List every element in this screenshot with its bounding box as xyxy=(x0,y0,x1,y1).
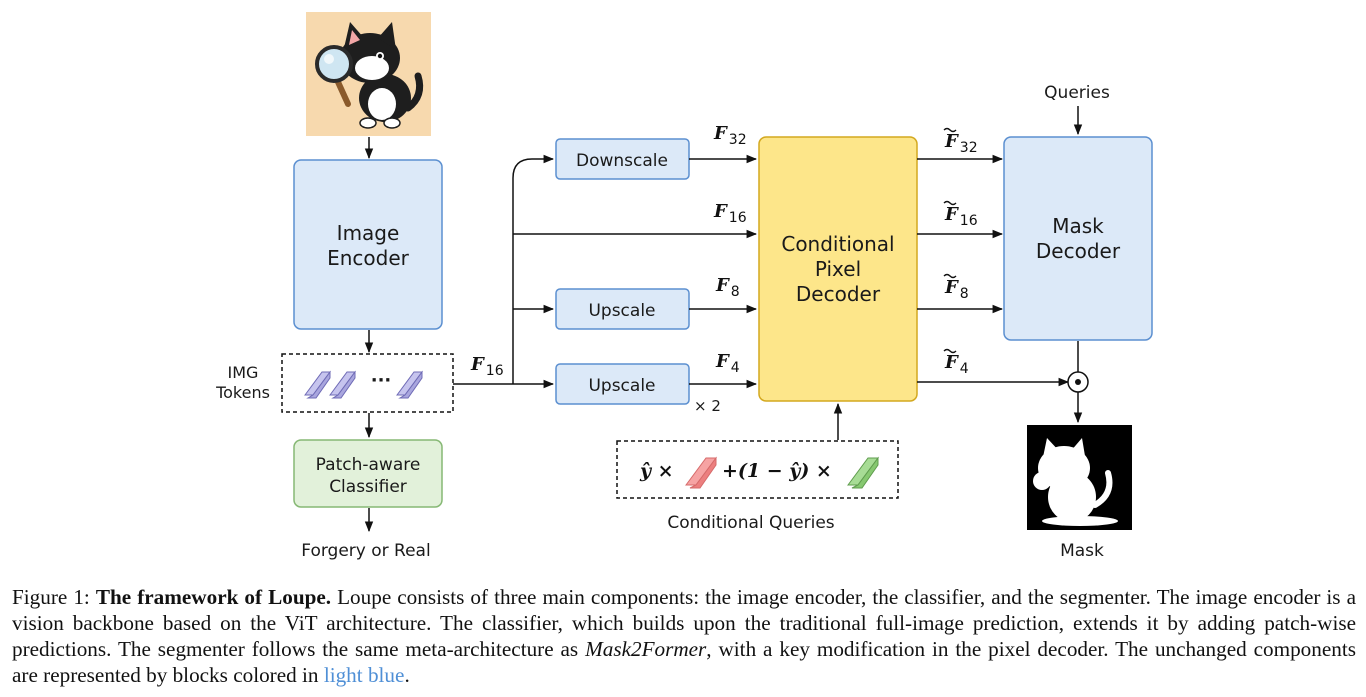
queries-label: Queries xyxy=(1044,83,1110,103)
classifier-label-1: Patch-aware xyxy=(316,455,421,475)
conditional-queries-box: ŷ × +(1 − ŷ) × xyxy=(616,440,899,499)
framework-diagram: Image Encoder IMG Tokens ··· Patch-aware… xyxy=(215,12,1153,561)
conditional-queries-label: Conditional Queries xyxy=(667,513,834,533)
token-icon xyxy=(396,370,423,399)
img-tokens-label-2: Tokens xyxy=(215,383,270,402)
img-tokens-box: ··· xyxy=(281,353,454,413)
formula-part-1: ŷ × xyxy=(639,460,674,482)
upscale-block: Upscale xyxy=(555,363,690,405)
img-tokens-label-1: IMG xyxy=(228,363,259,382)
forgery-or-real-label: Forgery or Real xyxy=(301,541,430,561)
svg-text:F32: F32 xyxy=(944,131,978,156)
upscale-label: Upscale xyxy=(588,301,655,321)
formula-part-2: +(1 − ŷ) × xyxy=(722,460,832,482)
downscale-label: Downscale xyxy=(576,151,668,171)
mask-decoder-block: Mask Decoder xyxy=(1003,136,1153,341)
upscale-block: Upscale xyxy=(555,288,690,330)
caption-italic: Mask2Former xyxy=(585,637,707,661)
patch-aware-classifier-block: Patch-aware Classifier xyxy=(293,439,443,508)
classifier-label-2: Classifier xyxy=(329,477,407,497)
svg-text:F8: F8 xyxy=(944,277,969,302)
mask-output-image xyxy=(1027,425,1132,530)
pixel-decoder-label-1: Conditional xyxy=(781,232,894,256)
caption-bold-title: The framework of Loupe. xyxy=(95,585,332,609)
token-icon xyxy=(304,370,331,399)
image-encoder-block: Image Encoder xyxy=(293,159,443,330)
input-cat-image xyxy=(306,12,431,136)
token-ellipsis: ··· xyxy=(371,370,392,391)
caption-light-blue: light blue xyxy=(323,663,405,687)
svg-text:F16: F16 xyxy=(944,204,978,229)
mask-label: Mask xyxy=(1060,541,1104,561)
caption-text-1: Loupe consists of three main components:… xyxy=(12,585,1356,661)
mask-decoder-label-2: Decoder xyxy=(1036,239,1121,263)
caption-label: Figure 1: xyxy=(12,585,90,609)
red-token-icon xyxy=(685,456,717,489)
figure-caption: Figure 1: The framework of Loupe. Loupe … xyxy=(12,584,1356,688)
upscale-label: Upscale xyxy=(588,376,655,396)
conditional-pixel-decoder-block: Conditional Pixel Decoder xyxy=(758,136,918,402)
svg-text:F4: F4 xyxy=(944,352,969,377)
times-two-label: × 2 xyxy=(694,397,721,415)
image-encoder-label-1: Image xyxy=(337,221,400,245)
pixel-decoder-label-2: Pixel xyxy=(815,257,861,281)
pixel-decoder-label-3: Decoder xyxy=(796,282,881,306)
caption-text-2: , with a key modification in the pixel d… xyxy=(12,637,1356,687)
green-token-icon xyxy=(847,456,879,489)
mask-decoder-label-1: Mask xyxy=(1052,214,1104,238)
downscale-block: Downscale xyxy=(555,138,690,180)
token-icon xyxy=(329,370,356,399)
image-encoder-label-2: Encoder xyxy=(327,246,410,270)
caption-text-3: . xyxy=(404,663,410,687)
